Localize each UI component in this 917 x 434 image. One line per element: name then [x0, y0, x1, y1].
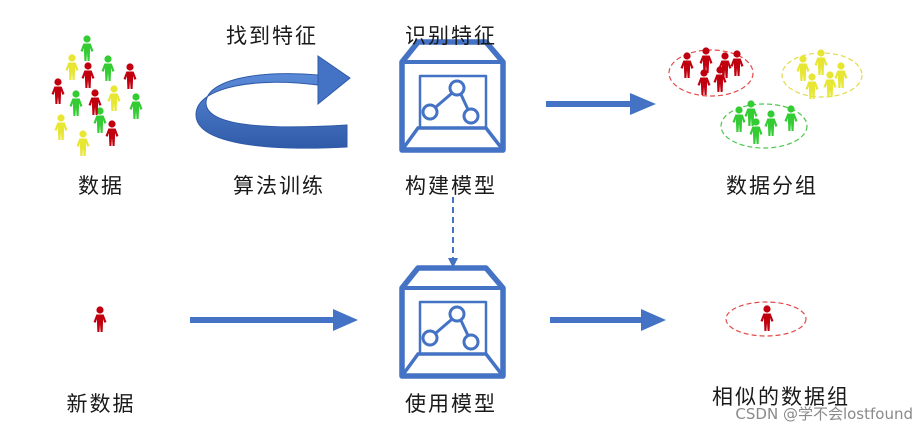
label-data: 数据: [78, 174, 124, 198]
label-new-data: 新数据: [66, 392, 136, 416]
arrow-to-model: [190, 309, 358, 331]
model-icon-bottom: [399, 265, 506, 379]
training-curve-arrow: [195, 55, 351, 149]
label-build-model: 构建模型: [405, 174, 497, 198]
label-similar-data-group: 相似的数据组: [712, 385, 850, 409]
label-use-model: 使用模型: [405, 392, 497, 416]
label-data-grouping: 数据分组: [726, 174, 818, 198]
dashed-down-arrow: [448, 197, 458, 268]
label-find-features: 找到特征: [226, 24, 318, 48]
grouped-data: [668, 47, 863, 149]
arrow-to-grouping: [546, 93, 656, 115]
model-icon-top: [399, 39, 506, 153]
csdn-watermark: CSDN @学不会lostfound: [735, 405, 913, 423]
similar-group: [725, 301, 807, 337]
label-identify-features: 识别特征: [405, 24, 497, 48]
data-people-cluster: [51, 35, 143, 156]
arrow-to-similar-group: [550, 309, 666, 331]
label-algorithm-training: 算法训练: [233, 174, 325, 198]
new-data-person: [93, 306, 107, 332]
